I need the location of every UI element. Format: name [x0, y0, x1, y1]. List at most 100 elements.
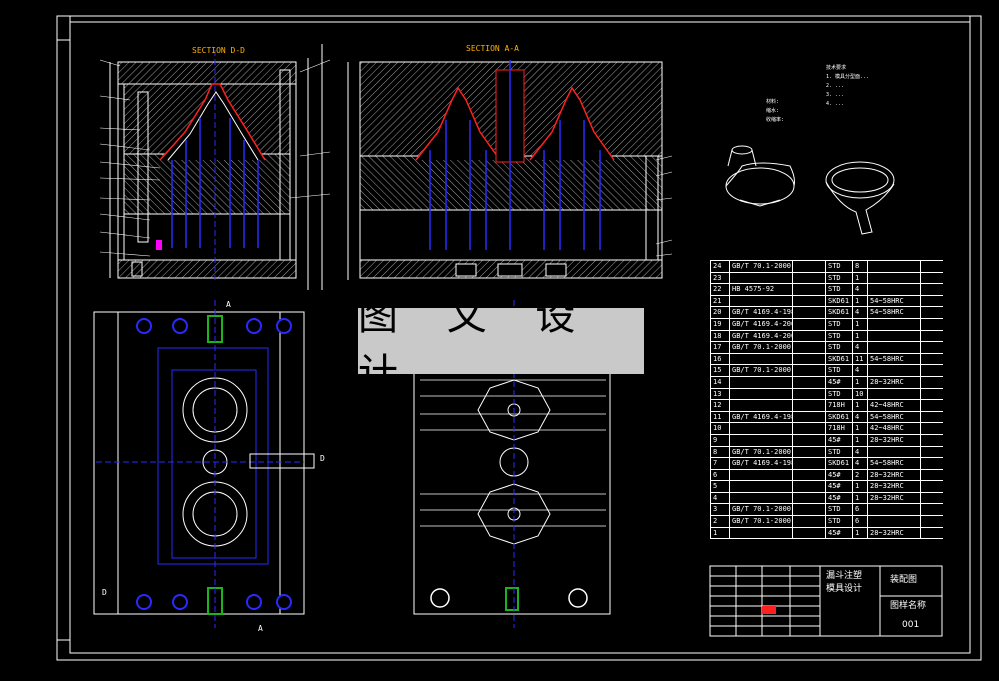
technical-requirements: 技术要求 1. 模具分型面... 2. ... 3. ... 4. ...: [826, 64, 936, 109]
bom-cell-note: 28~32HRC: [868, 492, 921, 504]
bom-cell-std: [730, 353, 793, 365]
bom-cell-qty: 6: [853, 504, 868, 516]
bom-cell-note: 28~32HRC: [868, 469, 921, 481]
bom-cell-qty: 1: [853, 376, 868, 388]
bom-cell-qty: 1: [853, 318, 868, 330]
bom-cell-qty: 8: [853, 261, 868, 272]
bom-cell-mat: STD: [826, 284, 853, 295]
funnel-isometric: [725, 145, 895, 235]
bom-cell-std: GB/T 4169.4-1984: [732, 458, 793, 469]
bom-cell-mat: STD: [826, 504, 853, 516]
bom-cell-name: [793, 481, 826, 492]
bom-cell-qty: 11: [853, 353, 868, 365]
bom-cell-mat: SKD61: [826, 458, 853, 469]
bom-cell-no: 6: [711, 469, 730, 481]
bom-cell-std: GB/T 70.1-2000: [732, 365, 793, 376]
bom-cell-no: 7: [711, 458, 730, 469]
section-mark-a-top: A: [226, 300, 231, 309]
title-block-grid: [709, 565, 943, 637]
bom-cell-no: 12: [711, 400, 730, 411]
bom-cell-mat: 718H: [826, 400, 853, 411]
bom-cell-note: [868, 516, 921, 527]
design-title: 漏斗注塑 模具设计: [826, 571, 863, 594]
bom-cell-no: 18: [711, 330, 730, 342]
bom-cell-no: 21: [711, 295, 730, 307]
bom-cell-note: [868, 365, 921, 376]
bom-cell-std: GB/T 70.1-2000: [732, 504, 793, 516]
bom-cell-note: [868, 446, 921, 458]
bom-cell-mat: 45#: [826, 527, 853, 539]
bom-cell-name: [793, 504, 826, 516]
bom-cell-note: 42~48HRC: [868, 400, 921, 411]
bom-cell-name: [793, 261, 826, 272]
bom-cell-qty: 4: [853, 411, 868, 423]
bom-cell-qty: 2: [853, 469, 868, 481]
bom-cell-no: 1: [711, 527, 730, 539]
bom-cell-no: 8: [711, 446, 730, 458]
bom-cell-note: 28~32HRC: [868, 434, 921, 446]
bom-cell-name: [793, 330, 826, 342]
section-mark-d-right: D: [320, 454, 325, 463]
bom-cell-name: [793, 516, 826, 527]
bom-cell-std: [730, 295, 793, 307]
bom-cell-std: [730, 492, 793, 504]
bom-cell-std: GB/T 70.1-2000: [732, 342, 793, 353]
bom-cell-mat: STD: [826, 516, 853, 527]
bom-cell-std: GB/T 4169.4-1984: [732, 307, 793, 318]
bom-cell-std: [730, 388, 793, 400]
bom-cell-std: [730, 272, 793, 284]
bom-cell-no: 24: [711, 261, 730, 272]
outer-frame: [56, 15, 982, 661]
bom-cell-qty: 1: [853, 400, 868, 411]
bom-cell-note: 54~58HRC: [868, 295, 921, 307]
bom-cell-no: 14: [711, 376, 730, 388]
bom-cell-name: [793, 434, 826, 446]
bom-cell-mat: SKD61: [826, 411, 853, 423]
bom-cell-std: [730, 469, 793, 481]
bom-cell-no: 23: [711, 272, 730, 284]
bom-cell-std: [730, 423, 793, 434]
bom-cell-note: 54~58HRC: [868, 307, 921, 318]
bom-cell-mat: STD: [826, 446, 853, 458]
bom-cell-qty: 1: [853, 330, 868, 342]
bom-cell-qty: 4: [853, 458, 868, 469]
bom-cell-std: GB/T 70.1-2000: [732, 516, 793, 527]
bom-cell-mat: 718H: [826, 423, 853, 434]
bom-cell-std: GB/T 70.1-2000: [732, 446, 793, 458]
drawing-name: 装配图: [890, 575, 918, 585]
bom-cell-name: [793, 400, 826, 411]
tech-title: 技术要求: [826, 65, 847, 71]
bom-cell-name: [793, 353, 826, 365]
bom-cell-no: 3: [711, 504, 730, 516]
bom-cell-std: [730, 376, 793, 388]
bom-cell-qty: 4: [853, 446, 868, 458]
bom-cell-name: [793, 272, 826, 284]
bom-cell-name: [793, 527, 826, 539]
bom-cell-mat: 45#: [826, 376, 853, 388]
drawing-label: 图样名称: [890, 601, 927, 611]
plan-view-left: [93, 300, 315, 628]
bom-cell-note: 42~48HRC: [868, 423, 921, 434]
bom-cell-note: 28~32HRC: [868, 527, 921, 539]
bom-cell-name: [793, 411, 826, 423]
bom-cell-no: 20: [711, 307, 730, 318]
bom-cell-name: [793, 295, 826, 307]
bom-cell-note: [868, 272, 921, 284]
bom-cell-mat: STD: [826, 330, 853, 342]
inner-frame: [69, 21, 971, 654]
bom-cell-mat: 45#: [826, 481, 853, 492]
bom-cell-mat: STD: [826, 318, 853, 330]
